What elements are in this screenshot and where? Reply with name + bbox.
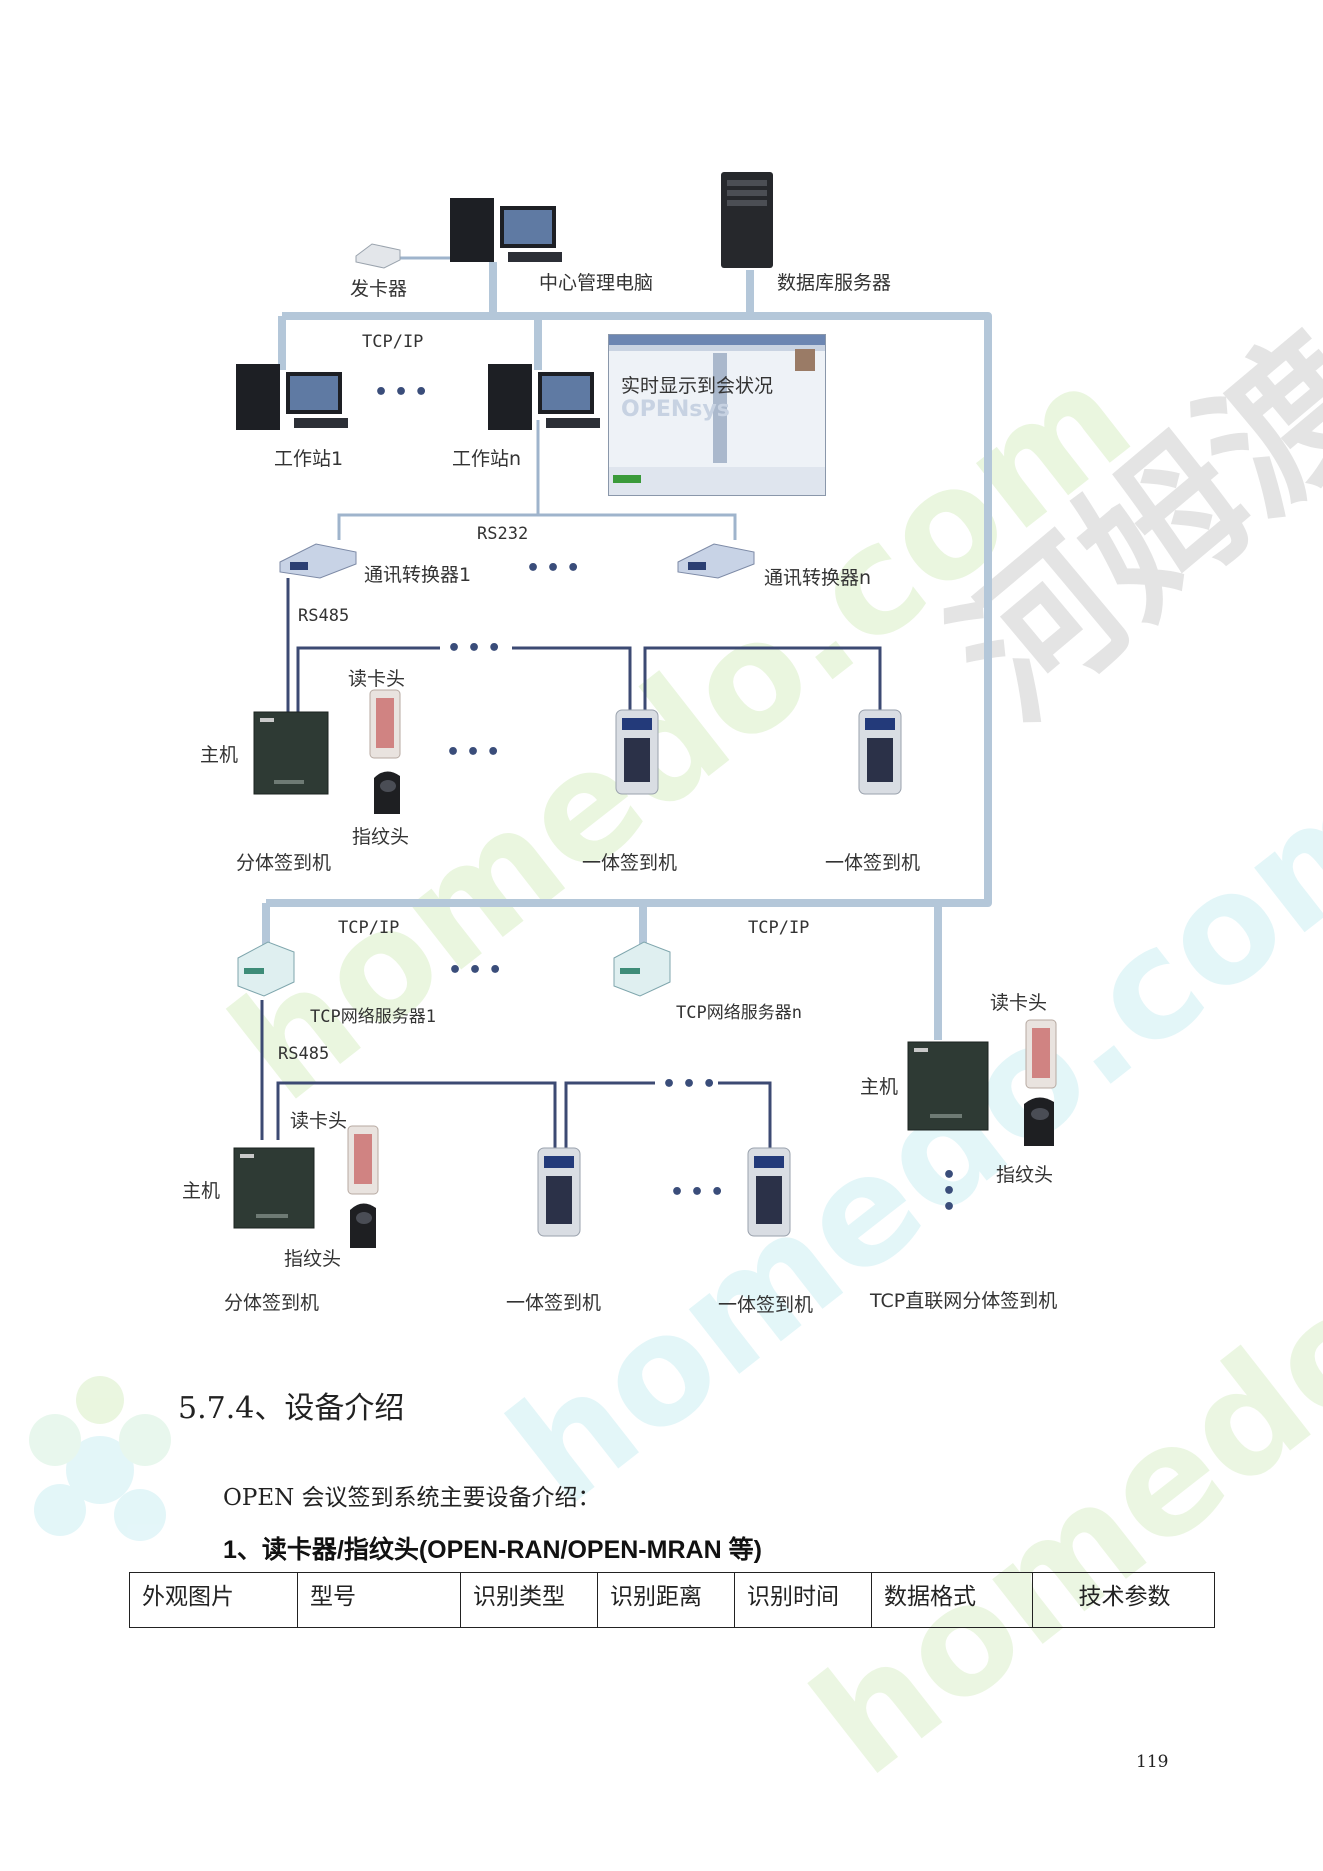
- bottom-integrated-checkin-a-icon: [537, 1147, 581, 1237]
- bottom-integrated-checkin-a-label: 一体签到机: [506, 1292, 602, 1314]
- bottom-split-checkin-label: 分体签到机: [224, 1292, 320, 1314]
- bottom-card-reader-label: 读卡头: [290, 1110, 348, 1132]
- central-pc-label: 中心管理电脑: [539, 272, 654, 294]
- tcpip-bottom-right-label: TCP/IP: [748, 918, 810, 938]
- rs485-top-ellipsis: •••: [447, 636, 508, 661]
- col-model: 型号: [297, 1572, 461, 1628]
- tcpip-bottom-left-label: TCP/IP: [338, 918, 400, 938]
- bottom-host-box-icon: [233, 1147, 315, 1229]
- watermark-flower-icon: [29, 1376, 171, 1541]
- bottom-host-label: 主机: [182, 1180, 221, 1202]
- central-pc-icon: [450, 198, 562, 262]
- right-fingerprint-label: 指纹头: [996, 1164, 1054, 1186]
- card-issuer-icon: [355, 243, 401, 269]
- converter-n-label: 通讯转换器n: [764, 567, 872, 589]
- col-appearance: 外观图片: [129, 1572, 298, 1628]
- right-vertical-ellipsis: •••: [942, 1163, 957, 1220]
- bottom-integrated-checkin-b-label: 一体签到机: [718, 1294, 814, 1316]
- bottom-device-ellipsis: •••: [670, 1180, 731, 1205]
- col-recognition-time: 识别时间: [734, 1572, 872, 1628]
- device-spec-table: 外观图片 型号 识别类型 识别距离 识别时间 数据格式 技术参数: [129, 1572, 1215, 1628]
- live-status-screen: 实时显示到会状况 OPENsys: [608, 334, 826, 496]
- top-reader-ellipsis: •••: [446, 740, 507, 765]
- tcpip-top-label: TCP/IP: [362, 332, 424, 352]
- rs485-bottom-label: RS485: [278, 1044, 330, 1064]
- right-card-reader-icon: [1025, 1019, 1057, 1089]
- tcp-direct-split-label: TCP直联网分体签到机: [870, 1290, 1058, 1312]
- page-number: 119: [1136, 1752, 1169, 1772]
- top-fingerprint-label: 指纹头: [352, 826, 410, 848]
- section-subheading: 1、读卡器/指纹头(OPEN-RAN/OPEN-MRAN 等): [223, 1536, 762, 1564]
- bottom-integrated-checkin-b-icon: [747, 1147, 791, 1237]
- card-issuer-label: 发卡器: [350, 278, 408, 300]
- workstation-n-icon: [488, 364, 600, 430]
- bottom-fingerprint-icon: [350, 1203, 376, 1248]
- top-integrated-checkin-b-icon: [858, 709, 902, 795]
- network-topology-diagram: 发卡器 中心管理电脑 数据库服务器 TCP/IP 工作站1 ••• 工作站n: [182, 172, 1058, 1316]
- col-tech-params: 技术参数: [1032, 1572, 1215, 1628]
- net-server-1-label: TCP网络服务器1: [310, 1007, 436, 1027]
- workstation-1-icon: [236, 364, 348, 430]
- section-intro: OPEN 会议签到系统主要设备介绍：: [223, 1485, 601, 1511]
- workstation-n-label: 工作站n: [452, 448, 522, 470]
- right-host-box-icon: [907, 1041, 989, 1131]
- db-server-icon: [721, 172, 773, 268]
- workstation-ellipsis: •••: [374, 380, 435, 405]
- right-fingerprint-icon: [1024, 1097, 1054, 1146]
- net-server-n-label: TCP网络服务器n: [676, 1003, 802, 1023]
- workstation-1-label: 工作站1: [274, 448, 344, 470]
- converter-ellipsis: •••: [526, 556, 587, 581]
- top-host-box-icon: [253, 711, 329, 795]
- net-server-ellipsis: •••: [448, 958, 509, 983]
- top-card-reader-icon: [369, 689, 401, 759]
- bottom-card-reader-icon: [347, 1125, 379, 1195]
- col-recognition-type: 识别类型: [460, 1572, 598, 1628]
- top-split-checkin-label: 分体签到机: [236, 852, 332, 874]
- converter-1-label: 通讯转换器1: [364, 564, 472, 586]
- top-card-reader-label: 读卡头: [348, 668, 406, 690]
- section-title: 5.7.4、设备介绍: [178, 1391, 405, 1426]
- live-status-logo: OPENsys: [621, 397, 730, 422]
- db-server-label: 数据库服务器: [777, 272, 892, 294]
- top-integrated-checkin-a-label: 一体签到机: [582, 852, 678, 874]
- right-host-label: 主机: [860, 1076, 899, 1098]
- table-header-row: 外观图片 型号 识别类型 识别距离 识别时间 数据格式 技术参数: [129, 1572, 1215, 1628]
- top-fingerprint-icon: [374, 771, 400, 814]
- converter-1-icon: [279, 543, 357, 579]
- top-host-label: 主机: [200, 744, 239, 766]
- top-integrated-checkin-a-icon: [615, 709, 659, 795]
- net-server-n-icon: [613, 941, 671, 997]
- col-recognition-distance: 识别距离: [597, 1572, 735, 1628]
- tcpip-backbone: [266, 312, 992, 907]
- col-data-format: 数据格式: [871, 1572, 1033, 1628]
- live-status-caption: 实时显示到会状况: [621, 375, 774, 397]
- rs485-bottom-ellipsis: •••: [662, 1072, 723, 1097]
- net-server-1-icon: [237, 941, 295, 997]
- bottom-fingerprint-label: 指纹头: [284, 1248, 342, 1270]
- right-card-reader-label: 读卡头: [990, 992, 1048, 1014]
- rs232-label: RS232: [477, 524, 529, 544]
- rs485-top-label: RS485: [298, 606, 350, 626]
- top-integrated-checkin-b-label: 一体签到机: [825, 852, 921, 874]
- diagram-lines: [260, 256, 992, 1150]
- converter-n-icon: [677, 543, 755, 579]
